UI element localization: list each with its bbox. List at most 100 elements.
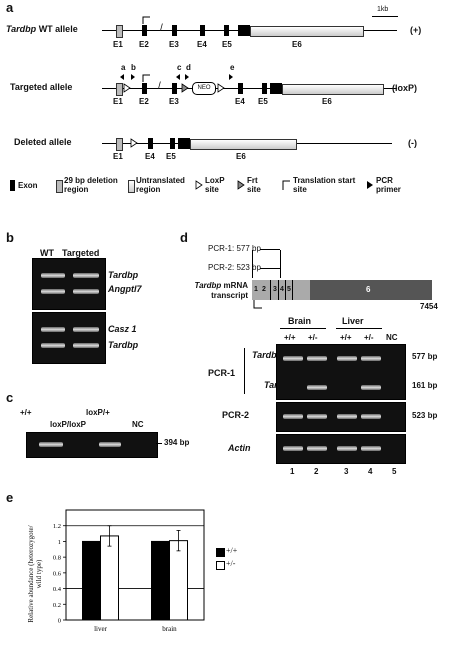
gel-band	[283, 446, 303, 451]
wt-allele-label: Tardbp WT allele	[6, 24, 78, 34]
tg-e4	[238, 83, 243, 94]
chart-frame	[65, 509, 205, 621]
primer-b-label: b	[131, 63, 136, 72]
gel-band	[307, 414, 327, 419]
targeted-allele-tag: (loxP)	[392, 83, 418, 93]
gel-band	[361, 446, 381, 451]
gel-band	[307, 356, 327, 361]
gel-band	[361, 385, 381, 390]
legend-deletion-swatch	[56, 180, 63, 193]
del-e6-coding	[178, 138, 190, 149]
bar-brain-0	[151, 540, 170, 621]
gel-band	[361, 414, 381, 419]
legend-deletion: 29 bp deletion region	[64, 176, 118, 194]
legend-exon: Exon	[18, 181, 38, 190]
gel-band	[73, 343, 99, 348]
panel-b-col-wt: WT	[40, 248, 54, 258]
wt-exon-label: E1	[113, 40, 123, 49]
wt-e2	[142, 25, 147, 36]
wt-exon-label: E4	[197, 40, 207, 49]
wt-exon-label: E6	[292, 40, 302, 49]
targeted-allele-line	[102, 88, 397, 89]
transcript-exon-1: 1	[254, 286, 258, 293]
genotype-4: +/-	[364, 333, 374, 342]
del-e4	[148, 138, 153, 149]
panel-c-size-tick	[156, 443, 162, 444]
del-exon-label: E5	[166, 152, 176, 161]
transcript-exon-5: 5	[287, 286, 291, 293]
panel-c-lane-nc: NC	[132, 420, 144, 429]
gel-band	[337, 414, 357, 419]
tg-e3	[172, 83, 177, 94]
gel-band	[73, 327, 99, 332]
primer-a-label: a	[121, 63, 126, 72]
del-exon-label: E6	[236, 152, 246, 161]
y-tick-label: 0	[58, 618, 61, 625]
del-e6-utr	[190, 139, 297, 150]
panel-b-label-tardbp: Tardbp	[108, 270, 139, 280]
gel-band	[337, 356, 357, 361]
primer-e-label: e	[230, 63, 235, 72]
del-exon-label: E1	[113, 152, 123, 161]
legend-het-label: +/-	[226, 559, 236, 568]
wt-e1	[116, 25, 123, 38]
legend-wt-swatch	[216, 548, 225, 557]
panel-b-col-targeted: Targeted	[62, 248, 100, 258]
transcript-exon-sep	[292, 280, 293, 300]
del-e5	[170, 138, 175, 149]
row-plus-gene: Tardbp	[252, 350, 283, 360]
tg-exon-label: E3	[169, 97, 179, 106]
transcript-exon-sep	[278, 280, 279, 300]
transcript-exon-2: 2	[262, 286, 266, 293]
gel-band	[283, 414, 303, 419]
panel-b-gel-2	[32, 312, 106, 364]
pcr-guide-right	[280, 250, 281, 278]
transcript-label: Tardbp mRNA transcript	[192, 281, 249, 301]
legend-utr: Untranslated region	[136, 176, 185, 194]
y-tick-label: 0.2	[53, 602, 61, 609]
size-577: 577 bp	[412, 352, 438, 361]
panel-c-gel	[26, 432, 158, 458]
y-tick-label: 0.6	[53, 570, 62, 577]
transcript-exon-6: 6	[366, 285, 371, 294]
wt-e6-utr	[250, 26, 364, 37]
row-pcr1-bracket	[244, 348, 245, 394]
legend-wt-label: +/+	[226, 546, 238, 555]
tg-e2	[142, 83, 147, 94]
neo-cassette: NEO	[192, 82, 216, 95]
panel-c-lane-loxp-loxp: loxP/loxP	[50, 420, 87, 429]
tissue-liver: Liver	[342, 316, 364, 326]
gel-band	[337, 446, 357, 451]
panel-c-size: 394 bp	[164, 438, 190, 447]
primer-d-label: d	[186, 63, 191, 72]
x-tick-label: liver	[94, 625, 107, 633]
wt-allele-tag: (+)	[410, 25, 422, 35]
legend-exon-swatch	[10, 180, 15, 191]
bar-liver-1	[100, 535, 119, 621]
tg-exon-label: E2	[139, 97, 149, 106]
primer-c-label: c	[177, 63, 182, 72]
tg-exon-label: E4	[235, 97, 245, 106]
x-tick-label: brain	[162, 625, 177, 633]
genotype-1: +/+	[284, 333, 296, 342]
transcript-length: 7454	[420, 302, 438, 311]
panel-b-gel-1	[32, 258, 106, 310]
wt-e4	[200, 25, 205, 36]
panel-b-label-angptl7: Angptl7	[108, 284, 142, 294]
legend-start: Translation start site	[293, 176, 356, 194]
tissue-liver-line	[336, 328, 382, 329]
actin-gel	[276, 434, 406, 464]
lane-4: 4	[368, 467, 373, 476]
wt-e3	[172, 25, 177, 36]
transcript-coding	[252, 280, 310, 300]
panel-e-label: e	[6, 490, 14, 505]
row-actin-label: Actin	[228, 443, 251, 453]
pcr2-gel	[276, 402, 406, 432]
pcr2-line	[260, 268, 280, 269]
